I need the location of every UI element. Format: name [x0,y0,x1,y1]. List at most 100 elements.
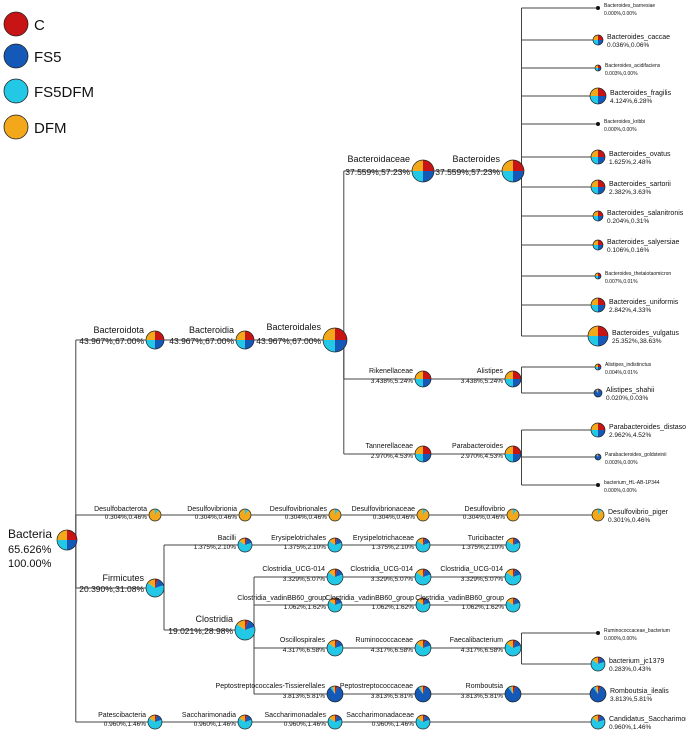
node-erysipelotrichaceae-name: Erysipelotrichaceae [353,535,414,542]
node-clostridia_vadin_o-pie-slice-0 [335,598,338,605]
node-alistipes-pie-slice-0 [513,371,521,379]
node-desulfovibrionaceae-pie-outline [416,508,430,522]
node-tannerellaceae-pie-slice-0 [423,446,431,454]
species-b_ovatus-pie [590,149,606,165]
node-root-pct: 65.626% [8,544,52,556]
species-b_sartorii-pct: 2.382%,3.63% [609,189,652,196]
species-p_bacterium-name: bacterium_HL-AB-1P344 [604,480,660,486]
node-clostridia_ucg014_o-name: Clostridia_UCG-014 [262,566,325,573]
node-clostridia_vadin_g-pie-slice-1 [513,598,520,605]
species-d_piger-pie-outline [591,508,605,522]
node-bacteroidaceae-pie [411,159,435,183]
node-saccharimonadia-name: Saccharimonadia [182,712,236,719]
node-desulfobacterota-pie [148,508,162,522]
node-peptostreptococcaceae-name: Peptostreptococcaceae [340,683,413,690]
node-oscillospirales-pie [326,639,344,657]
species-b_vulgatus-name: Bacteroides_vulgatus [612,330,679,337]
species-d_piger-pie [591,508,605,522]
node-erysipelotrichaceae-pie [415,537,431,553]
species-a_indistinctus-pct: 0.004%,0.01% [605,370,638,376]
species-r_bacterium-pie-dot [596,631,600,635]
node-firmicutes-pie-outline [145,578,165,598]
node-peptostreptococcales-name: Peptostreptococcales-Tissierellales [216,683,326,690]
legend-swatch-dfm [3,114,29,140]
node-bacteroidaceae-pct: 37.559%,57.23% [345,167,410,177]
node-saccharimonadaceae-pie-slice-2 [416,717,431,729]
species-a_indistinctus-pie-slice-3 [595,364,598,367]
node-desulfovibrio-pie-slice-3 [507,509,520,521]
species-b_salyersiae-pie-slice-2 [593,245,598,250]
species-p_bacterium-pie [596,483,600,487]
node-erysipelotrichales-pie-slice-2 [328,540,343,552]
node-patescibacteria-pie-slice-2 [148,717,163,729]
node-root-pie-slice-0 [67,530,77,540]
species-r_jc1379-pct: 0.283%,0.43% [609,666,652,673]
node-bacteroidia-pie-slice-2 [236,340,245,349]
species-p_distasonis-pie-slice-0 [598,423,605,430]
node-turicibacter-name: Turicibacter [468,535,505,542]
node-erysipelotrichales-pie-slice-1 [335,538,342,545]
species-b_salyersiae-pie-outline [592,239,604,251]
node-tannerellaceae-pct: 2.970%,4.53% [371,453,414,460]
node-peptostreptococcaceae-pie-slice-2 [418,686,423,694]
species-b_barnesiae-pie-dot [596,6,600,10]
node-desulfovibrionia-pie-slice-3 [238,509,251,522]
node-romboutsia-pie-slice-3 [510,686,513,694]
node-bacteroidota-pie-slice-2 [146,340,155,349]
node-ruminococcaceae-pie [414,639,432,657]
node-clostridia_vadin_o-pie-outline [327,597,343,613]
node-peptostreptococcales-pie-slice-1 [327,686,344,703]
node-saccharimonadia-pie-slice-1 [245,715,252,722]
species-b_uniformis-name: Bacteroides_uniformis [609,299,679,306]
node-rikenellaceae-pie-slice-0 [423,371,431,379]
node-clostridia_ucg014_g-pie-slice-2 [505,572,521,585]
node-clostridia_ucg014_g-pie-outline [504,568,522,586]
node-desulfovibrionia-pie-outline [238,508,252,522]
species-b_ovatus-pct: 1.625%,2.48% [609,159,652,166]
node-faecalibacterium-pie-slice-0 [513,640,516,648]
species-b_thetaiotaomicron-pie-slice-0 [598,273,601,276]
node-desulfovibrio-pie-outline [506,508,520,522]
node-turicibacter-pie-slice-2 [506,540,520,552]
species-a_shahii-name: Alistipes_shahii [606,387,655,394]
species-b_thetaiotaomicron-pie-slice-1 [598,276,601,279]
node-peptostreptococcales-pie-outline [326,685,344,703]
node-clostridia-pie [234,619,256,641]
node-peptostreptococcaceae-pie-outline [414,685,432,703]
node-parabacteroides-name: Parabacteroides [452,443,503,450]
node-desulfovibrionaceae-pct: 0.304%,0.46% [373,514,416,521]
species-b_thetaiotaomicron-pie-outline [594,272,602,280]
species-b_fragilis-pie-slice-1 [598,96,606,104]
node-parabacteroides-pie-outline [504,445,522,463]
species-b_fragilis-pie-slice-0 [598,88,606,96]
node-bacteroidota-pct: 43.967%,67.00% [79,336,144,346]
node-desulfovibrio-pie [506,508,520,522]
node-root-pie-slice-1 [67,540,77,550]
node-erysipelotrichales-name: Erysipelotrichales [271,535,326,542]
node-clostridia_ucg014_o-pie-slice-0 [335,569,338,577]
node-clostridia_vadin_f-pct: 1.062%,1.62% [372,604,415,611]
species-r_ilealis-name: Romboutsia_ilealis [610,688,669,695]
node-patescibacteria-pie-slice-0 [155,715,158,722]
node-desulfobacterota-pct: 0.304%,0.46% [105,514,148,521]
species-p_bacterium-pie-dot [596,483,600,487]
node-bacilli-name: Bacilli [218,535,237,542]
node-bacteroidales-pct: 43.967%,67.00% [256,336,321,346]
node-bacteroides-pie-slice-2 [502,171,513,182]
node-rikenellaceae-pie-slice-1 [423,379,431,387]
node-alistipes-pie-slice-2 [505,379,513,387]
species-p_goldsteinii-pie-slice-1 [595,454,602,461]
species-r_ilealis-pie-slice-2 [593,686,598,694]
legend-swatch-fs5dfm [3,78,29,104]
node-desulfovibrio-pie-slice-2 [513,509,517,515]
species-b_vulgatus-pct: 25.352%,38.63% [612,338,662,345]
node-bacteroidaceae-pie-slice-0 [423,160,434,171]
node-clostridia_vadin_f-pie [415,597,431,613]
node-clostridia_ucg014_f-pie [414,568,432,586]
node-rikenellaceae-name: Rikenellaceae [369,368,413,375]
species-b_salanitronis-name: Bacteroides_salanitronis [607,210,684,217]
species-b_salanitronis-pie-slice-0 [598,211,603,216]
node-desulfovibrionales-name: Desulfovibrionales [270,506,328,513]
node-clostridia_ucg014_f-pct: 3.329%,5.07% [371,576,414,583]
